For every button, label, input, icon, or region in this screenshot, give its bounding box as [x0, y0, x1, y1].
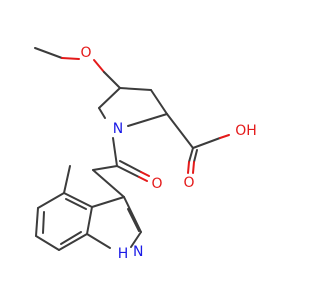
bond-cooh-dbl-1 — [188, 147, 194, 163]
bond-c4-c5 — [37, 192, 65, 209]
bond-c2-n — [127, 113, 168, 127]
bond-methyl-o — [34, 47, 63, 59]
bond-c3-c2-indole-inner — [127, 208, 140, 232]
bond-n1-c7a — [86, 233, 111, 249]
molecule-diagram: O N OH O O H N — [34, 45, 257, 262]
bond-n-amide-c — [112, 137, 118, 167]
bond-c4-methyl — [63, 165, 71, 194]
bond-c2-cooh — [166, 113, 194, 149]
bond-c7-c7a-inner — [60, 231, 82, 245]
bond-ch2-indole — [92, 169, 125, 198]
atom-ring-nitrogen: N — [113, 121, 123, 137]
bond-c7-c7a — [58, 233, 88, 251]
bond-c3a-c4 — [63, 192, 93, 208]
bond-amide-ch2 — [92, 165, 118, 171]
bond-c3-c2-indole — [123, 196, 142, 233]
atom-acid-oxygen: O — [183, 175, 194, 191]
bond-cooh-oh — [192, 137, 221, 149]
bond-amide-dbl-2 — [119, 160, 142, 173]
bond-c2-n1 — [130, 231, 142, 248]
bond-cooh-oh-red — [219, 134, 230, 139]
bond-amide-dbl-1 — [116, 165, 140, 178]
bond-cooh-dbl-2 — [193, 149, 198, 163]
atom-methoxy-oxygen: O — [80, 45, 91, 61]
bond-amide-dbl-1-red — [138, 176, 148, 182]
atom-acid-hydroxyl: OH — [235, 123, 257, 139]
bond-cooh-dbl-2-red — [192, 161, 195, 174]
bond-c3a-c7a — [86, 206, 93, 235]
bond-c5-c6 — [35, 207, 39, 237]
bond-c3a-c4-inner — [65, 198, 87, 210]
bond-c3-c3a — [91, 196, 125, 208]
atom-indole-nitrogen: N — [133, 244, 143, 260]
bond-c3-c2 — [150, 89, 168, 115]
bond-amide-dbl-2-red — [140, 171, 150, 177]
bond-methyl-o-red — [61, 57, 80, 60]
bond-c6-c7 — [35, 235, 60, 251]
bond-o-c4-grey — [103, 71, 121, 89]
bond-c5-c4 — [98, 87, 121, 109]
bond-n-c5 — [98, 107, 106, 119]
bond-c5-c6-inner — [42, 211, 45, 234]
atom-indole-hydrogen: H — [118, 246, 129, 262]
bond-cooh-dbl-1-red — [187, 161, 190, 174]
bond-o-c4 — [93, 59, 105, 73]
atom-carbonyl-oxygen: O — [151, 176, 162, 192]
bond-c4-c3 — [119, 87, 152, 91]
